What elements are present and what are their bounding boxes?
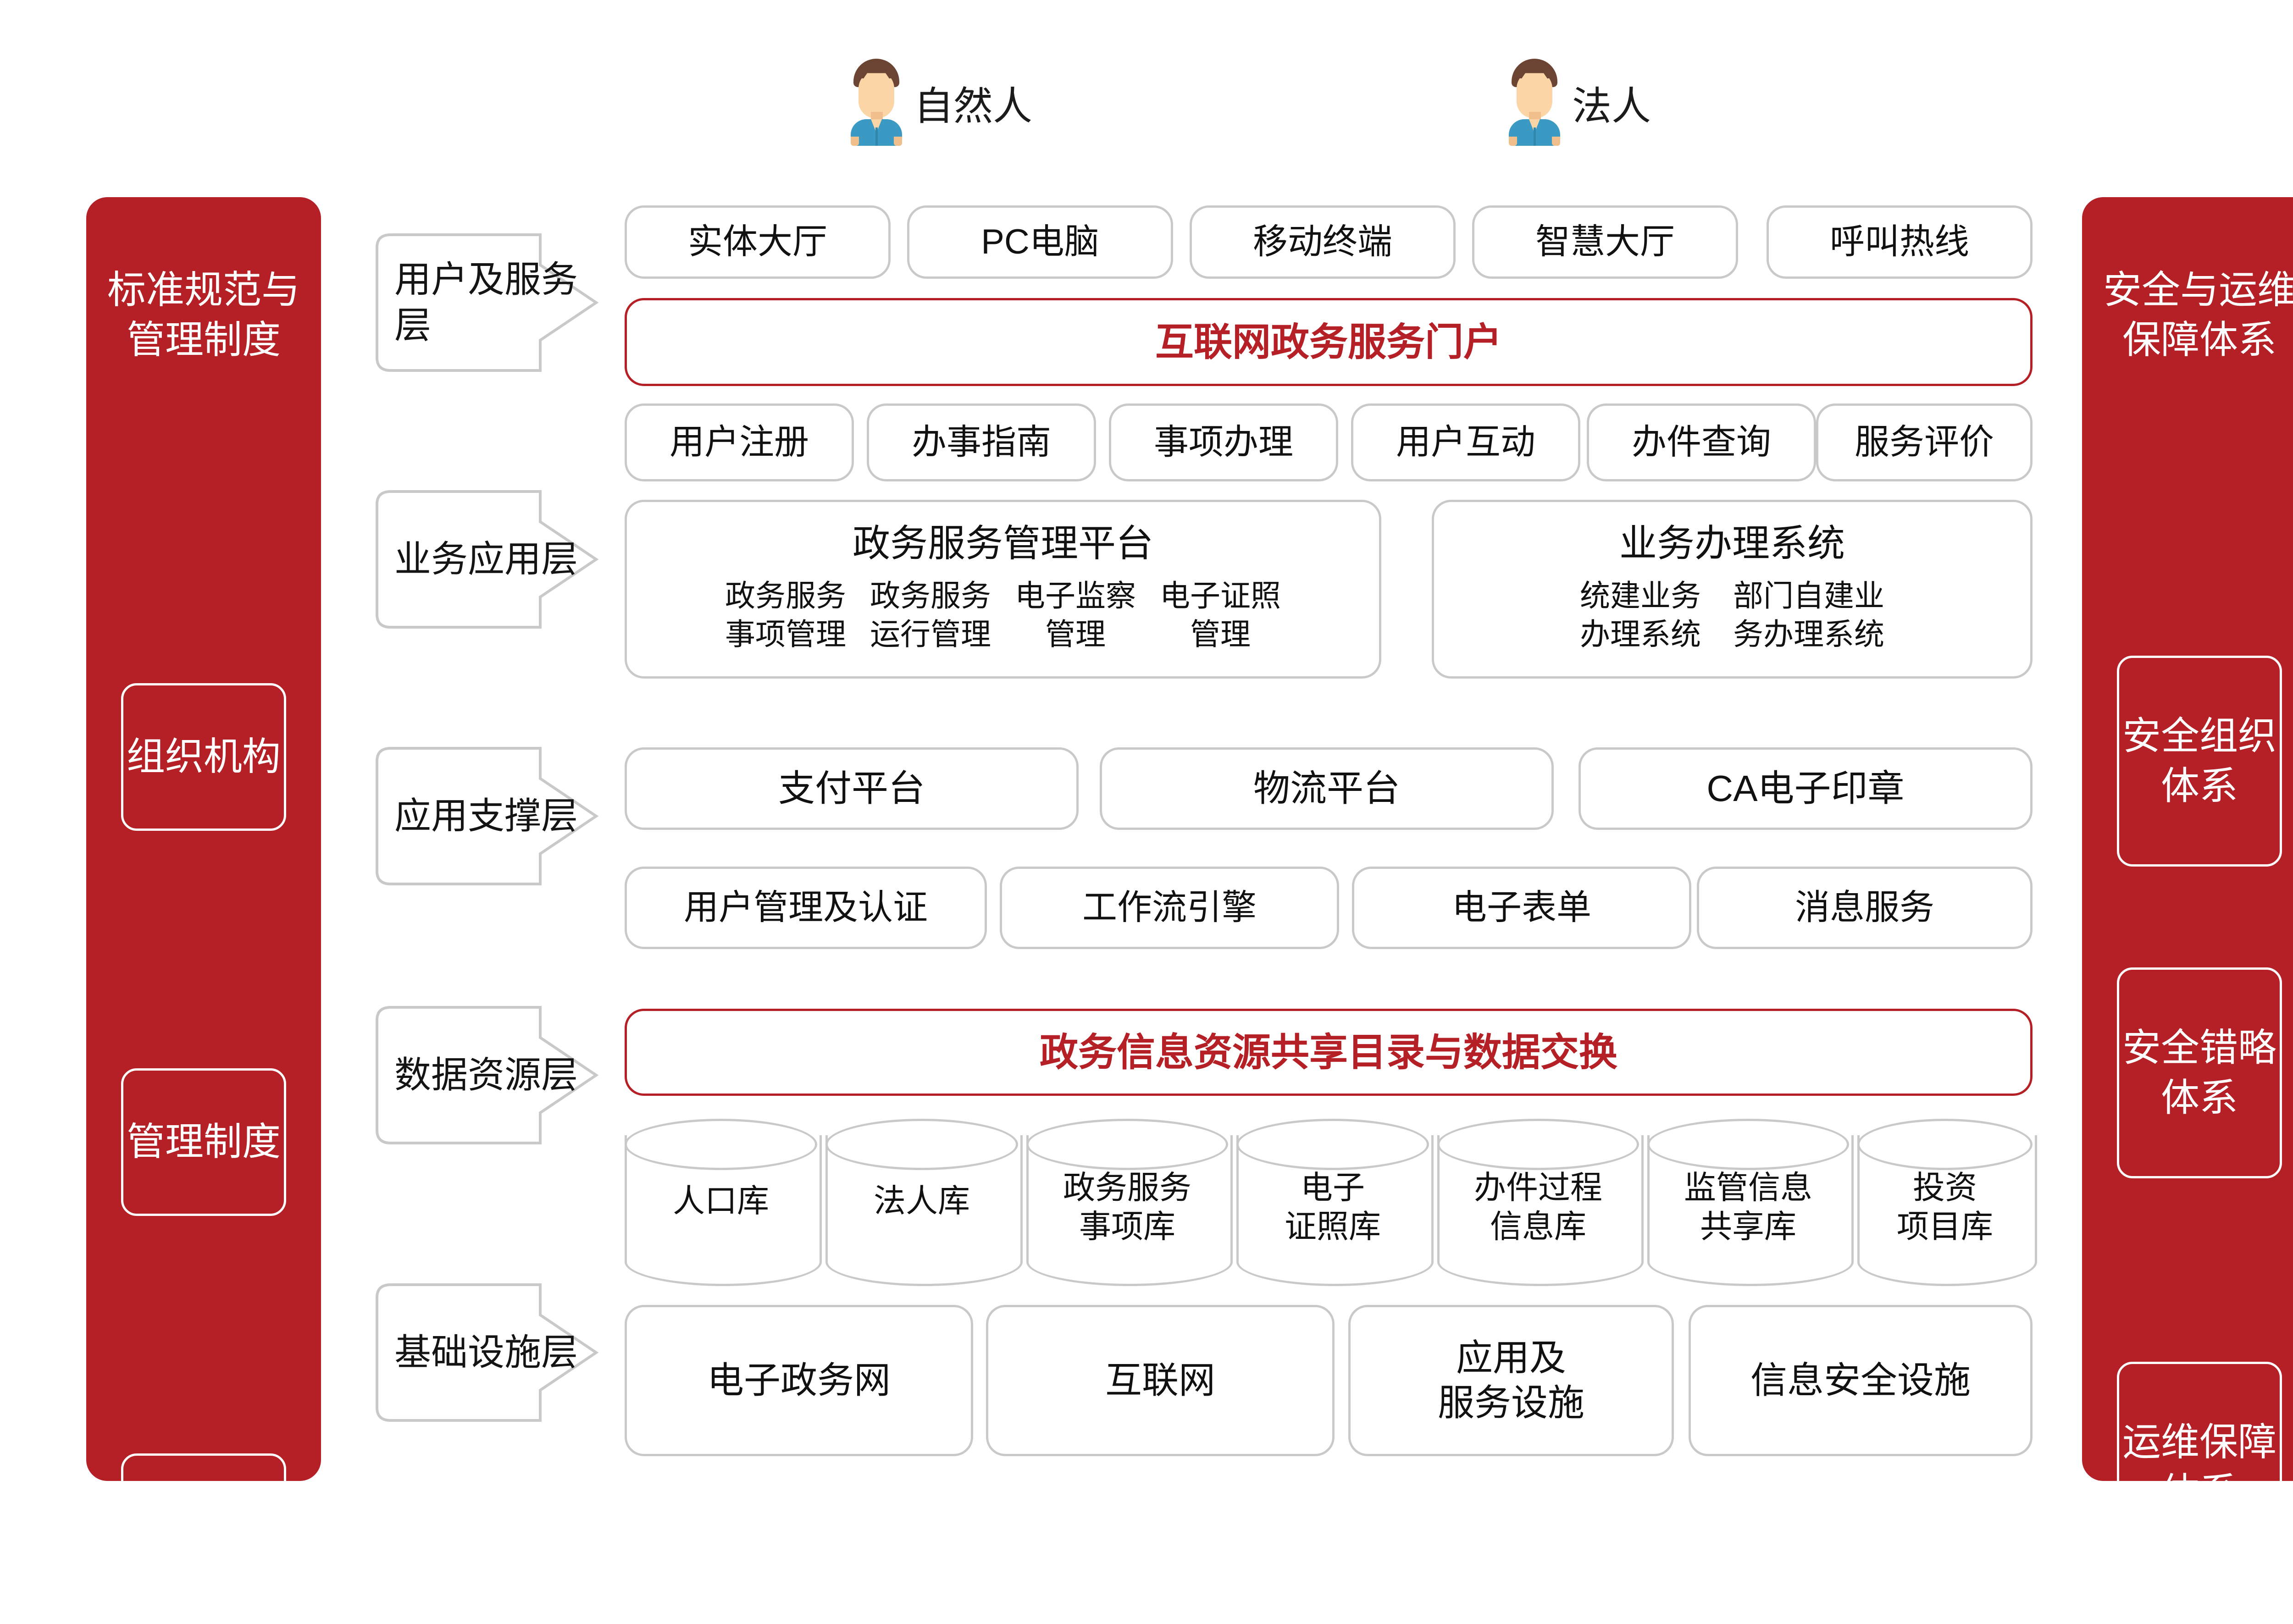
right-pillar-chip-security-organization[interactable]: 安全组织体系 [2117,656,2282,867]
database-label: 投资 项目库 [1897,1169,1993,1244]
channel-item-physical-hall[interactable]: 实体大厅 [625,205,891,279]
portal-service-interaction[interactable]: 用户互动 [1351,403,1580,481]
right-pillar-title: 安全与运维保障体系 [2103,268,2293,362]
database-label: 办件过程 信息库 [1474,1169,1602,1244]
database-govservice-items[interactable]: 政务服务 事项库 [1026,1119,1233,1286]
right-pillar-security: 安全与运维保障体系 安全组织体系 安全错略体系 运维保障体系 [2082,197,2293,1573]
pentagon-arrow-icon [376,1006,599,1144]
business-card-govservice-platform[interactable]: 政务服务管理平台 政务服务 事项管理 政务服务 运行管理 电子监察 管理 电子证… [625,500,1381,679]
portal-service-handling[interactable]: 事项办理 [1109,403,1338,481]
database-label: 电子 证照库 [1285,1169,1381,1244]
layer-callout-business-app: 业务应用层 [367,486,605,633]
business-card-title: 业务办理系统 [1619,522,1845,564]
database-label: 监管信息 共享库 [1684,1169,1812,1244]
layer-callout-data-resource: 数据资源层 [367,1002,605,1149]
channel-item-mobile[interactable]: 移动终端 [1190,205,1456,279]
left-pillar-chip-organization[interactable]: 组织机构 [121,683,286,831]
portal-service-query[interactable]: 办件查询 [1587,403,1816,481]
layer-label: 业务应用层 [394,539,578,580]
infra-item-app-service-facility[interactable]: 应用及 服务设施 [1348,1305,1674,1456]
portal-bar[interactable]: 互联网政务服务门户 [625,298,2033,386]
layer-callout-infrastructure: 基础设施层 [367,1279,605,1426]
infra-item-internet[interactable]: 互联网 [986,1305,1335,1456]
left-pillar-chip-standards[interactable]: 标准规范 [121,1453,286,1601]
person-avatar-icon [1509,59,1560,146]
right-pillar-chip-ops-support[interactable]: 运维保障体系 [2117,1362,2282,1573]
layer-label: 用户及服务层 [394,259,578,346]
channel-item-smart-hall[interactable]: 智慧大厅 [1472,205,1738,279]
support-item-ca-seal[interactable]: CA电子印章 [1579,747,2033,830]
business-card-items: 统建业务 办理系统 部门自建业 务办理系统 [1434,576,2030,654]
business-item[interactable]: 政务服务 事项管理 [725,578,846,651]
database-case-process[interactable]: 办件过程 信息库 [1437,1119,1644,1286]
data-exchange-bar[interactable]: 政务信息资源共享目录与数据交换 [625,1009,2033,1096]
pentagon-arrow-icon [376,1283,599,1422]
layer-label: 基础设施层 [394,1332,578,1373]
database-label: 人口库 [673,1182,769,1219]
channel-item-pc[interactable]: PC电脑 [907,205,1173,279]
actor-legal-person: 法人 [1509,59,1651,146]
support-item-payment-platform[interactable]: 支付平台 [625,747,1079,830]
actor-natural-person: 自然人 [851,59,1032,146]
left-pillar-standards: 标准规范与管理制度 组织机构 管理制度 标准规范 [86,197,321,1601]
business-item[interactable]: 统建业务 办理系统 [1580,578,1701,651]
business-card-title: 政务服务管理平台 [852,522,1153,564]
database-label: 政务服务 事项库 [1063,1169,1191,1244]
layer-label: 数据资源层 [394,1055,578,1095]
support-item-logistics-platform[interactable]: 物流平台 [1100,747,1554,830]
database-label: 法人库 [874,1182,970,1219]
right-pillar-chip-security-strategy[interactable]: 安全错略体系 [2117,967,2282,1178]
support-item-workflow-engine[interactable]: 工作流引擎 [1000,867,1339,949]
database-supervision-share[interactable]: 监管信息 共享库 [1647,1119,1854,1286]
infra-item-e-gov-network[interactable]: 电子政务网 [625,1305,973,1456]
business-card-items: 政务服务 事项管理 政务服务 运行管理 电子监察 管理 电子证照 管理 [627,576,1379,654]
support-item-user-management-auth[interactable]: 用户管理及认证 [625,867,987,949]
pentagon-arrow-icon [376,747,599,885]
database-investment-project[interactable]: 投资 项目库 [1857,1119,2037,1286]
left-pillar-chip-management-system[interactable]: 管理制度 [121,1068,286,1216]
actor-label: 法人 [1572,84,1651,128]
pentagon-arrow-icon [376,490,599,629]
portal-service-evaluation[interactable]: 服务评价 [1816,403,2033,481]
database-e-license[interactable]: 电子 证照库 [1236,1119,1434,1286]
layer-label: 应用支撑层 [394,795,578,836]
business-item[interactable]: 电子证照 管理 [1160,578,1281,651]
layer-callout-app-support: 应用支撑层 [367,743,605,889]
left-pillar-title: 标准规范与管理制度 [107,268,300,362]
portal-service-guide[interactable]: 办事指南 [867,403,1096,481]
database-legal-entity[interactable]: 法人库 [825,1119,1023,1286]
business-item[interactable]: 政务服务 运行管理 [870,578,991,651]
channel-item-hotline[interactable]: 呼叫热线 [1767,205,2033,279]
business-item[interactable]: 电子监察 管理 [1015,578,1136,651]
business-card-handling-system[interactable]: 业务办理系统 统建业务 办理系统 部门自建业 务办理系统 [1432,500,2033,679]
actor-label: 自然人 [914,84,1032,128]
pentagon-arrow-icon [376,233,599,372]
business-item[interactable]: 部门自建业 务办理系统 [1733,578,1884,651]
layer-callout-user-service: 用户及服务层 [367,229,605,376]
database-population[interactable]: 人口库 [625,1119,822,1286]
support-item-e-form[interactable]: 电子表单 [1352,867,1691,949]
support-item-message-service[interactable]: 消息服务 [1697,867,2033,949]
person-avatar-icon [851,59,902,146]
portal-service-register[interactable]: 用户注册 [625,403,854,481]
infra-item-security-facility[interactable]: 信息安全设施 [1689,1305,2033,1456]
